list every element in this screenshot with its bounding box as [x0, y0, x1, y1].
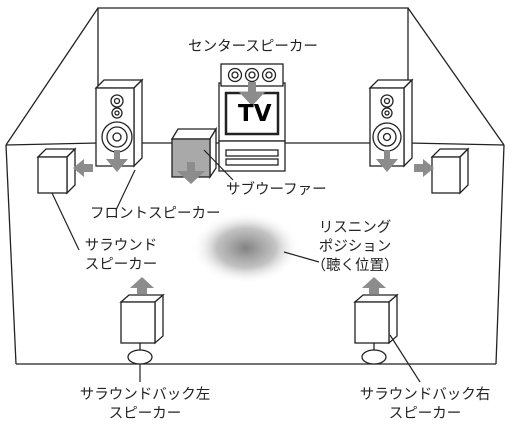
surround-speaker-label-line1: サラウンド [84, 238, 158, 254]
surround-back-right-label-line1: サラウンドバック右 [359, 387, 491, 403]
tv-unit [218, 82, 286, 172]
arrow-surround-left [73, 159, 93, 177]
arrow-surround-back-left [130, 277, 154, 294]
arrow-surround-back-right [362, 277, 386, 294]
front-speaker-label: フロントスピーカー [90, 206, 221, 222]
surround-speaker-right [430, 147, 470, 195]
arrow-subwoofer [177, 162, 205, 184]
surround-speaker-left [36, 147, 77, 195]
surround-back-left-label-line1: サラウンドバック左 [79, 387, 211, 403]
front-speaker-right [368, 78, 414, 168]
sound-direction-arrows [73, 82, 434, 294]
arrow-surround-right [414, 159, 434, 177]
surround-speaker-label: サラウンド スピーカー [66, 237, 176, 275]
surround-back-speaker-right [353, 293, 399, 365]
surround-back-right-label-line2: スピーカー [388, 406, 462, 422]
listening-position-label: リスニング ポジション （聴く位置） [300, 219, 410, 276]
surround-back-right-label: サラウンドバック右 スピーカー [350, 386, 500, 424]
surround-speaker-label-line2: スピーカー [84, 257, 158, 273]
surround-back-left-label: サラウンドバック左 スピーカー [70, 386, 220, 424]
arrow-front-left [106, 150, 128, 172]
surround-back-left-label-line2: スピーカー [108, 406, 182, 422]
listening-position-spot [192, 212, 300, 284]
listening-position-label-line1: リスニング [318, 220, 392, 236]
arrow-center [239, 82, 265, 106]
leader-lines [51, 149, 421, 383]
arrow-front-right [376, 150, 398, 172]
center-speaker-label: センタースピーカー [188, 39, 318, 55]
listening-position-label-line3: （聴く位置） [311, 258, 399, 274]
subwoofer-label: サブウーファー [226, 182, 327, 198]
listening-position-label-line2: ポジション [318, 239, 392, 255]
surround-back-speaker-left [119, 293, 165, 365]
tv-label: TV [238, 101, 272, 127]
